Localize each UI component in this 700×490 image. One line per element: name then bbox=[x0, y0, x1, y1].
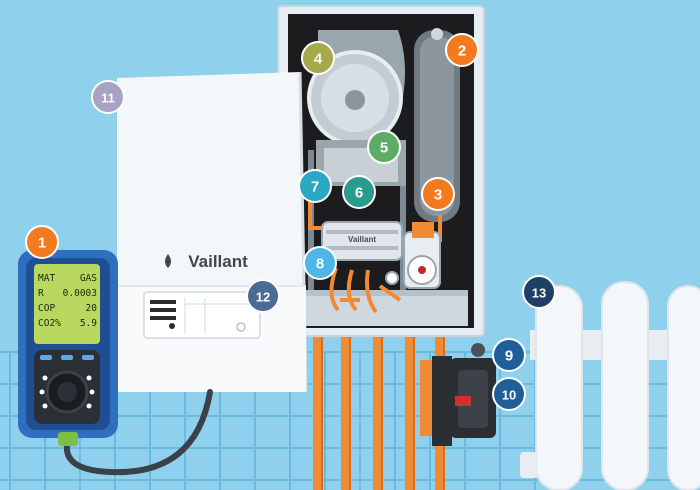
callout-circle bbox=[91, 80, 125, 114]
callout-number: 4 bbox=[314, 51, 323, 68]
control-module: Vaillant bbox=[321, 221, 403, 261]
module-brand: Vaillant bbox=[348, 235, 376, 244]
readout-label: CO2% bbox=[38, 318, 61, 329]
callout-circle bbox=[25, 225, 59, 259]
callout-badge-7[interactable]: 7 bbox=[298, 169, 332, 203]
boiler-brand-logo: Vaillant bbox=[188, 252, 248, 271]
callout-badge-3[interactable]: 3 bbox=[421, 177, 455, 211]
callout-circle bbox=[445, 33, 479, 67]
callout-circle bbox=[246, 279, 280, 313]
callout-badge-11[interactable]: 11 bbox=[91, 80, 125, 114]
analyser-screen bbox=[34, 264, 100, 344]
callout-number: 9 bbox=[505, 348, 513, 365]
boiler-casing: Vaillant bbox=[117, 71, 308, 393]
callout-circle bbox=[298, 169, 332, 203]
callout-number: 8 bbox=[316, 256, 324, 273]
analyser-cable bbox=[63, 389, 213, 476]
callout-number: 7 bbox=[311, 179, 319, 196]
callout-circle bbox=[367, 130, 401, 164]
readout-value: 0.0003 bbox=[63, 288, 97, 299]
readout-label: R bbox=[38, 288, 44, 299]
callout-badge-9[interactable]: 9 bbox=[492, 338, 526, 372]
callout-circle bbox=[492, 338, 526, 372]
readout-value: 5.9 bbox=[80, 318, 97, 329]
readout-label: COP bbox=[38, 303, 55, 314]
callout-number: 5 bbox=[380, 140, 388, 157]
callout-number: 13 bbox=[532, 286, 546, 301]
radiator bbox=[520, 281, 700, 490]
callout-circle bbox=[421, 177, 455, 211]
callout-circle bbox=[492, 377, 526, 411]
expansion-vessel bbox=[414, 28, 460, 222]
control-panel bbox=[143, 291, 261, 339]
readout-value: 20 bbox=[86, 303, 98, 314]
pump bbox=[385, 222, 441, 289]
callout-number: 6 bbox=[355, 185, 363, 202]
callout-number: 11 bbox=[101, 91, 115, 106]
magnetic-filter bbox=[420, 343, 496, 446]
callout-badge-13[interactable]: 13 bbox=[522, 275, 556, 309]
heat-exchanger bbox=[307, 30, 406, 186]
callout-number: 1 bbox=[38, 235, 46, 252]
callout-circle bbox=[342, 175, 376, 209]
callout-badge-5[interactable]: 5 bbox=[367, 130, 401, 164]
callout-badge-2[interactable]: 2 bbox=[445, 33, 479, 67]
callout-number: 3 bbox=[434, 187, 442, 204]
callout-badge-1[interactable]: 1 bbox=[25, 225, 59, 259]
callout-badge-10[interactable]: 10 bbox=[492, 377, 526, 411]
callout-circle bbox=[522, 275, 556, 309]
callout-badge-12[interactable]: 12 bbox=[246, 279, 280, 313]
callout-number: 2 bbox=[458, 43, 466, 60]
callout-circle bbox=[303, 246, 337, 280]
callout-number: 12 bbox=[256, 290, 270, 305]
readout-label: MAT bbox=[38, 273, 55, 284]
callout-number: 10 bbox=[502, 388, 516, 403]
readout-value: GAS bbox=[80, 273, 97, 284]
callout-badge-8[interactable]: 8 bbox=[303, 246, 337, 280]
callout-badge-6[interactable]: 6 bbox=[342, 175, 376, 209]
callout-badge-4[interactable]: 4 bbox=[301, 41, 335, 75]
callout-circle bbox=[301, 41, 335, 75]
